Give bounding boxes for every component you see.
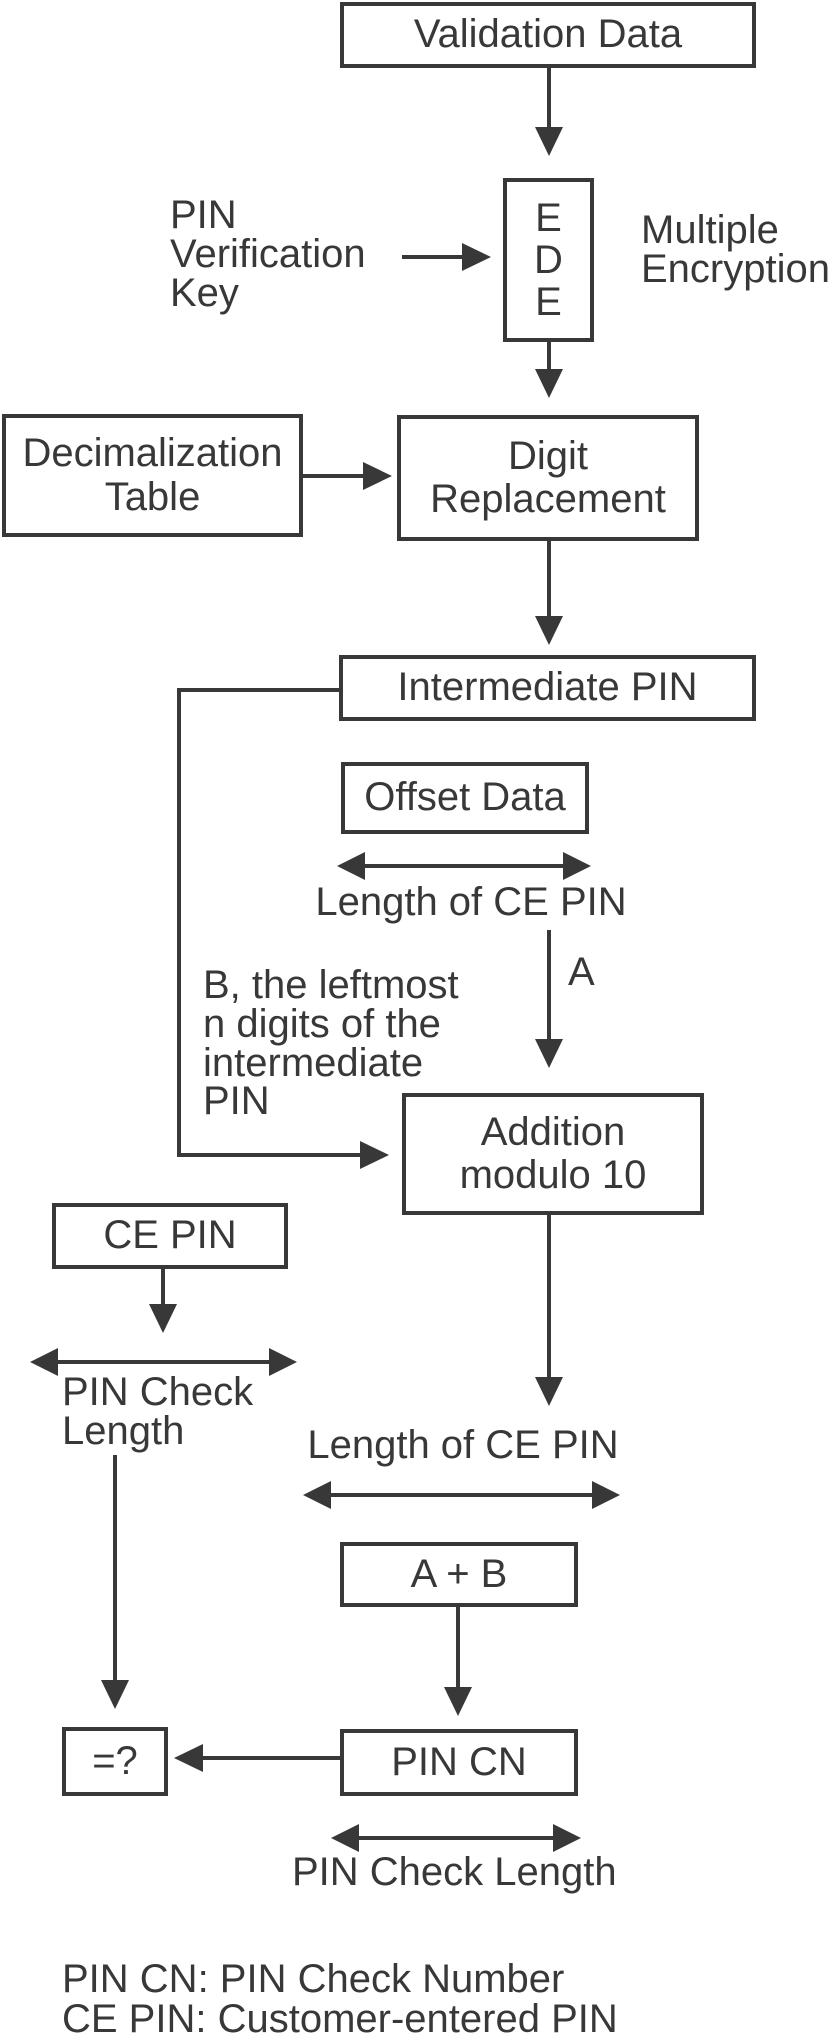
label-b-leftmost-digits: B, the leftmost n digits of the intermed… [203, 963, 459, 1124]
node-ede-line-3: E [535, 280, 562, 324]
arrow-pin-check-length-to-comparison [101, 1455, 129, 1709]
node-pin-cn-label: PIN CN [391, 1739, 527, 1784]
legend: PIN CN: PIN Check Number CE PIN: Custome… [62, 1959, 618, 2035]
node-intermediate-pin-label: Intermediate PIN [397, 665, 698, 710]
node-ce-pin: CE PIN [52, 1203, 288, 1269]
arrow-ce-pin-down [149, 1269, 177, 1333]
arrow-validation-to-ede [535, 68, 563, 156]
node-ede-line-2: D [534, 238, 563, 282]
label-length-of-ce-pin-upper: Length of CE PIN [315, 880, 627, 924]
arrow-addition-down [535, 1215, 563, 1406]
arrow-a-to-addition [535, 930, 563, 1068]
arrow-table-to-digit-replacement [302, 462, 392, 490]
node-ede-line-1: E [535, 196, 562, 240]
double-arrow-pin-check-length-bottom [331, 1824, 581, 1852]
node-a-plus-b: A + B [340, 1542, 578, 1607]
node-digit-replacement-line-2: Replacement [430, 477, 666, 521]
node-ede: E D E [503, 178, 594, 342]
node-addition-modulo-10: Addition modulo 10 [402, 1093, 704, 1215]
node-digit-replacement: Digit Replacement [397, 415, 699, 541]
double-arrow-length-ce-pin-upper [337, 852, 591, 880]
legend-line-ce-pin: CE PIN: Customer-entered PIN [62, 1997, 618, 2035]
node-pin-cn: PIN CN [340, 1729, 578, 1796]
node-offset-data: Offset Data [341, 762, 589, 834]
label-pin-check-length-left: PIN Check Length [62, 1370, 254, 1453]
label-pin-verification-key: PIN Verification Key [170, 193, 366, 315]
arrow-b-path-to-addition [177, 688, 389, 1169]
node-addition-modulo-10-line-2: modulo 10 [459, 1153, 647, 1197]
double-arrow-pin-check-length-left [30, 1348, 297, 1376]
node-comparison-label: =? [92, 1738, 138, 1783]
arrow-digit-replacement-to-intermediate-pin [535, 541, 563, 645]
node-validation-data-label: Validation Data [413, 12, 683, 57]
arrow-ede-to-digit-replacement [535, 342, 563, 398]
node-decimalization-table: Decimalization Table [2, 414, 303, 537]
node-comparison: =? [62, 1727, 168, 1796]
node-ce-pin-label: CE PIN [103, 1213, 237, 1258]
legend-line-pin-cn: PIN CN: PIN Check Number [62, 1957, 565, 2001]
node-decimalization-table-line-1: Decimalization [22, 431, 283, 476]
node-validation-data: Validation Data [340, 2, 756, 68]
node-a-plus-b-label: A + B [410, 1551, 508, 1596]
arrow-aplusb-to-pincn [444, 1607, 472, 1716]
node-intermediate-pin: Intermediate PIN [339, 655, 756, 721]
double-arrow-length-ce-pin-lower [303, 1481, 620, 1509]
node-offset-data-label: Offset Data [364, 775, 566, 820]
arrow-key-to-ede [402, 243, 491, 271]
node-digit-replacement-line-1: Digit [507, 433, 589, 478]
node-addition-modulo-10-line-1: Addition [480, 1109, 626, 1154]
label-a: A [568, 950, 595, 994]
label-pin-check-length-bottom: PIN Check Length [292, 1850, 617, 1894]
node-decimalization-table-line-2: Table [104, 474, 201, 519]
label-length-of-ce-pin-lower: Length of CE PIN [307, 1423, 619, 1467]
label-multiple-encryption: Multiple Encryption [641, 208, 830, 291]
arrow-pincn-to-comparison [174, 1744, 340, 1772]
